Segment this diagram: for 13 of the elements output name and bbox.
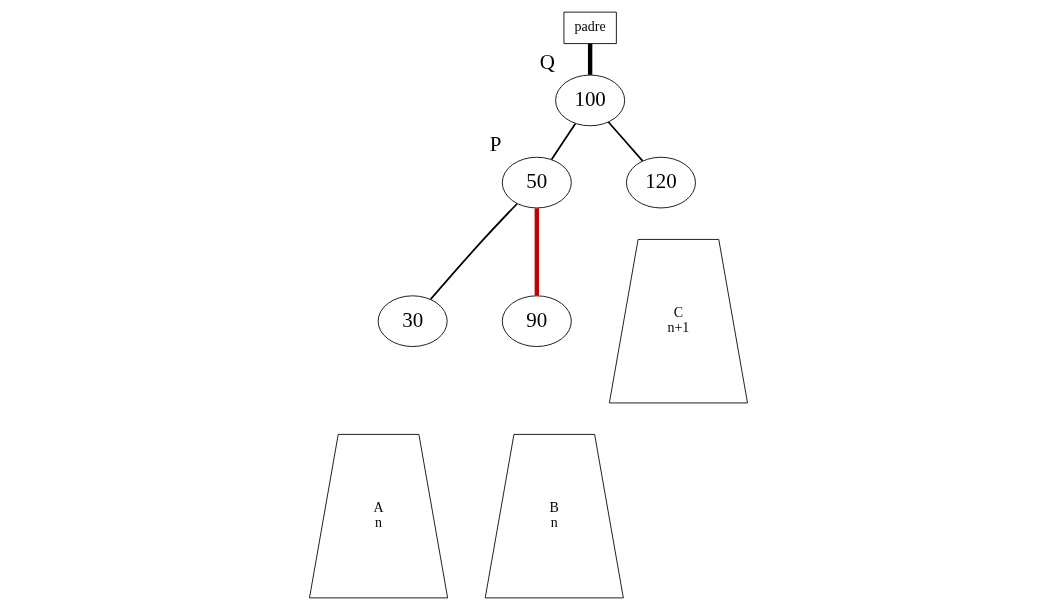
connector	[429, 202, 518, 300]
connector	[550, 122, 576, 161]
node-ellipse: 120	[625, 156, 696, 209]
node-ellipse: 30	[377, 295, 448, 347]
connector	[607, 121, 643, 162]
connector	[587, 43, 592, 75]
node-ellipse: 50	[501, 156, 572, 209]
node-ellipse: 100	[554, 74, 625, 127]
node-label: P	[489, 132, 502, 157]
node-box: padre	[562, 11, 617, 45]
node-ellipse: 90	[501, 295, 572, 347]
node-label: Q	[539, 50, 555, 75]
connector	[534, 208, 539, 296]
